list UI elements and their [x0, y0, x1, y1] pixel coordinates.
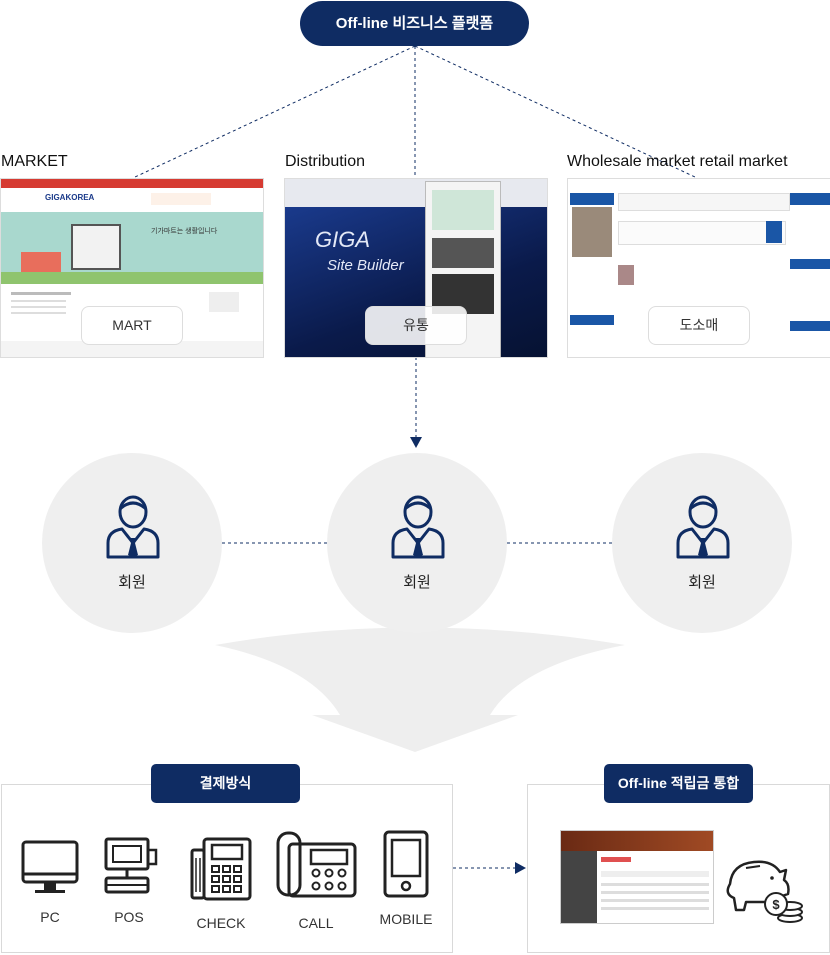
points-screenshot — [560, 830, 714, 924]
device-label: CALL — [298, 915, 334, 931]
member-circle-3: 회원 — [612, 453, 792, 633]
section-label-distribution: Distribution — [285, 153, 366, 170]
platform-title: Off-line 비즈니스 플랫폼 — [300, 1, 529, 46]
market-logo: GIGAKOREA — [45, 193, 95, 202]
section-label-wholesale: Wholesale market retail market — [567, 153, 788, 170]
pos-icon — [104, 837, 158, 894]
mobile-icon — [383, 830, 429, 898]
member-circle-1: 회원 — [42, 453, 222, 633]
overlay-distribution: 유통 — [365, 306, 467, 345]
member-label: 회원 — [403, 574, 431, 591]
funnel-arrow — [215, 627, 625, 752]
device-pc: PC — [16, 838, 84, 925]
member-label: 회원 — [118, 574, 146, 591]
overlay-mart: MART — [81, 306, 183, 345]
device-call: CALL — [274, 830, 358, 931]
points-title: Off-line 적립금 통합 — [604, 764, 753, 803]
member-label: 회원 — [688, 574, 716, 591]
device-label: PC — [40, 909, 60, 925]
member-icon — [676, 495, 730, 559]
market-headline: 기가마트는 생활입니다 — [151, 228, 218, 235]
distribution-title-1: GIGA — [315, 227, 371, 252]
payment-title: 결제방식 — [151, 764, 300, 803]
pc-icon — [21, 840, 79, 893]
device-check: CHECK — [183, 836, 259, 931]
market-screenshot: GIGAKOREA 기가마트는 생활입니다 MART — [0, 178, 264, 358]
device-label: CHECK — [196, 915, 246, 931]
device-label: POS — [114, 909, 144, 925]
wholesale-screenshot: 도소매 — [567, 178, 830, 358]
phone-icon — [276, 831, 357, 898]
distribution-title-2: Site Builder — [327, 257, 404, 274]
member-icon — [391, 495, 445, 559]
piggy-bank-icon: $ — [726, 860, 803, 923]
overlay-wholesale: 도소매 — [648, 306, 750, 345]
device-label: MOBILE — [379, 911, 433, 927]
device-pos: POS — [95, 836, 163, 925]
member-icon — [106, 495, 160, 559]
section-label-market: MARKET — [1, 153, 68, 170]
check-terminal-icon — [190, 837, 252, 901]
svg-text:$: $ — [772, 897, 780, 912]
member-circle-2: 회원 — [327, 453, 507, 633]
distribution-screenshot: GIGA Site Builder 유통 — [284, 178, 548, 358]
device-mobile: MOBILE — [372, 830, 440, 927]
